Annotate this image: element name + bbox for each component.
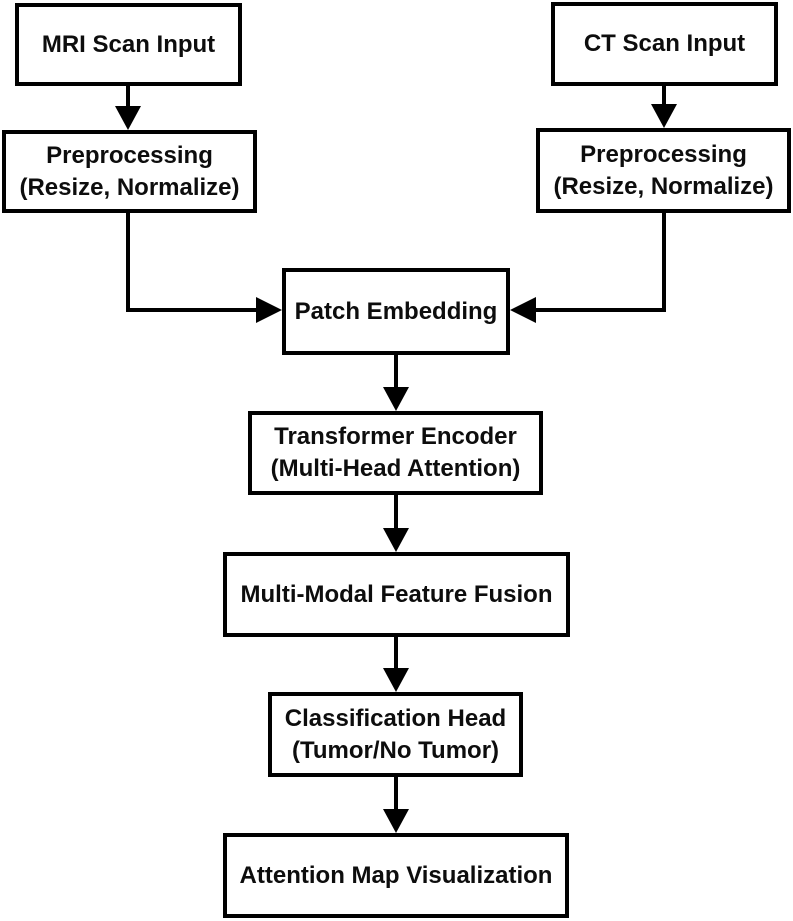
arrowhead-down-icon [383, 528, 409, 552]
arrowhead-down-icon [383, 387, 409, 411]
node-label-line2: (Resize, Normalize) [19, 173, 240, 201]
node-patch-embedding: Patch Embedding [282, 268, 510, 355]
arrowhead-down-icon [115, 106, 141, 130]
arrowhead-down-icon [651, 104, 677, 128]
node-multi-modal-feature-fusion: Multi-Modal Feature Fusion [223, 552, 570, 637]
node-label: CT Scan Input [583, 30, 746, 58]
arrowhead-left-icon [510, 297, 536, 323]
node-transformer-encoder: Transformer Encoder (Multi-Head Attentio… [248, 411, 543, 495]
node-preprocessing-mri: Preprocessing (Resize, Normalize) [2, 130, 257, 213]
node-label: Multi-Modal Feature Fusion [240, 580, 553, 608]
node-label-line1: Preprocessing [46, 141, 213, 169]
node-preprocessing-ct: Preprocessing (Resize, Normalize) [536, 128, 791, 213]
node-label-line1: Classification Head [284, 704, 507, 732]
node-attention-map-visualization: Attention Map Visualization [223, 833, 569, 918]
node-label-line2: (Multi-Head Attention) [270, 455, 521, 482]
edge-preprocess-right-to-patch-line [534, 213, 666, 312]
node-label-line1: Transformer Encoder [274, 423, 517, 451]
node-label-line2: (Tumor/No Tumor) [291, 736, 500, 764]
node-ct-scan-input: CT Scan Input [551, 2, 778, 86]
arrowhead-right-icon [256, 297, 282, 323]
node-label: MRI Scan Input [41, 30, 216, 58]
node-label: Patch Embedding [294, 297, 498, 325]
node-classification-head: Classification Head (Tumor/No Tumor) [268, 692, 523, 777]
arrowhead-down-icon [383, 668, 409, 692]
node-mri-scan-input: MRI Scan Input [15, 3, 242, 86]
arrowhead-down-icon [383, 809, 409, 833]
node-label: Attention Map Visualization [239, 861, 553, 889]
node-label-line2: (Resize, Normalize) [553, 172, 774, 200]
edge-preprocess-left-to-patch-line [126, 213, 258, 312]
node-label-line1: Preprocessing [580, 140, 747, 168]
